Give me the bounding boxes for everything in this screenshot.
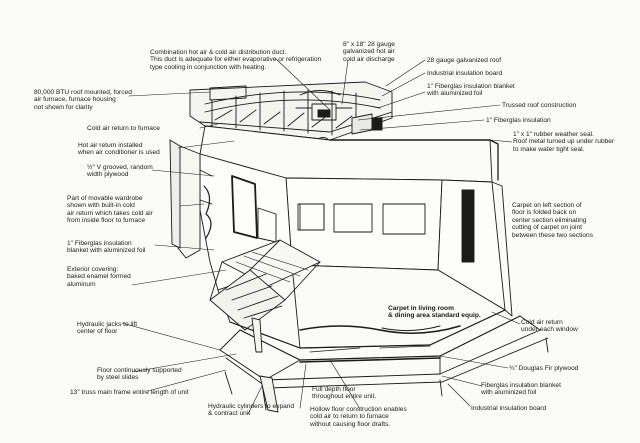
right-outer-wall [437,179,513,317]
label-insulation-board-top: Industrial insulation board [427,70,503,77]
leader-lines [121,57,521,415]
label-hydraulic-jacks: Hydraulic jacks to lift center of floor [77,321,138,336]
label-cold-air-return: Cold air return to furnace [87,125,160,132]
label-carpet-left: Carpet on left section of floor is folde… [512,202,594,239]
label-fiberglas-insulation: 1" Fiberglas insulation [486,117,551,124]
label-insulation-board-bottom: Industrial insulation board [471,405,547,412]
label-btu-furnace: 80,000 BTU roof mounted, forced air furn… [34,89,132,111]
label-truss-frame: 13" truss main frame entire length of un… [70,389,189,396]
label-gauge-duct: 8" x 18" 28 gauge galvanized hot air col… [343,41,395,63]
label-wardrobe: Part of movable wardrobe shown with buil… [67,195,153,225]
label-fiberglas-blanket-left: 1" Fiberglas insulation blanket with alu… [67,240,146,255]
label-cold-air-window: Cold air return under each window [521,319,578,334]
label-hydraulic-cylinders: Hydraulic cylinders to expand & contract… [208,403,295,418]
interior-back-wall [285,177,443,271]
label-fiberglas-blanket-top: 1" Fiberglas insulation blanket with alu… [427,83,515,98]
label-hot-air-return: Hot air return installed when air condit… [78,142,160,157]
label-full-depth-floor: Full depth floor throughout entire unit. [312,386,377,401]
label-plywood-grooved: ½" V grooved, random width plywood [87,164,153,179]
label-rubber-seal: 1" x 1" rubber weather seal. Roof metal … [513,131,615,153]
label-fiberglas-blanket-bottom: Fiberglas insulation blanket with alumin… [481,382,561,397]
label-hollow-floor: Hollow floor construction enables cold a… [310,406,407,428]
floor-truss-frame [219,309,549,413]
label-exterior-covering: Exterior covering: baked enamel formed a… [67,266,131,288]
label-combination-duct: Combination hot air & cold air distribut… [150,49,322,71]
folded-floor-section [209,239,321,331]
label-floor-supported: Floor continuously supported by steel sl… [97,367,182,382]
label-galvanized-roof: 28 gauge galvanized roof [427,57,502,64]
label-trussed-roof: Trussed roof construction [502,102,577,109]
left-exterior-wall [169,139,181,249]
label-douglas-fir: ¾" Douglas Fir plywood [509,365,579,372]
label-carpet-living: Carpet in living room & dining area stan… [388,305,481,320]
